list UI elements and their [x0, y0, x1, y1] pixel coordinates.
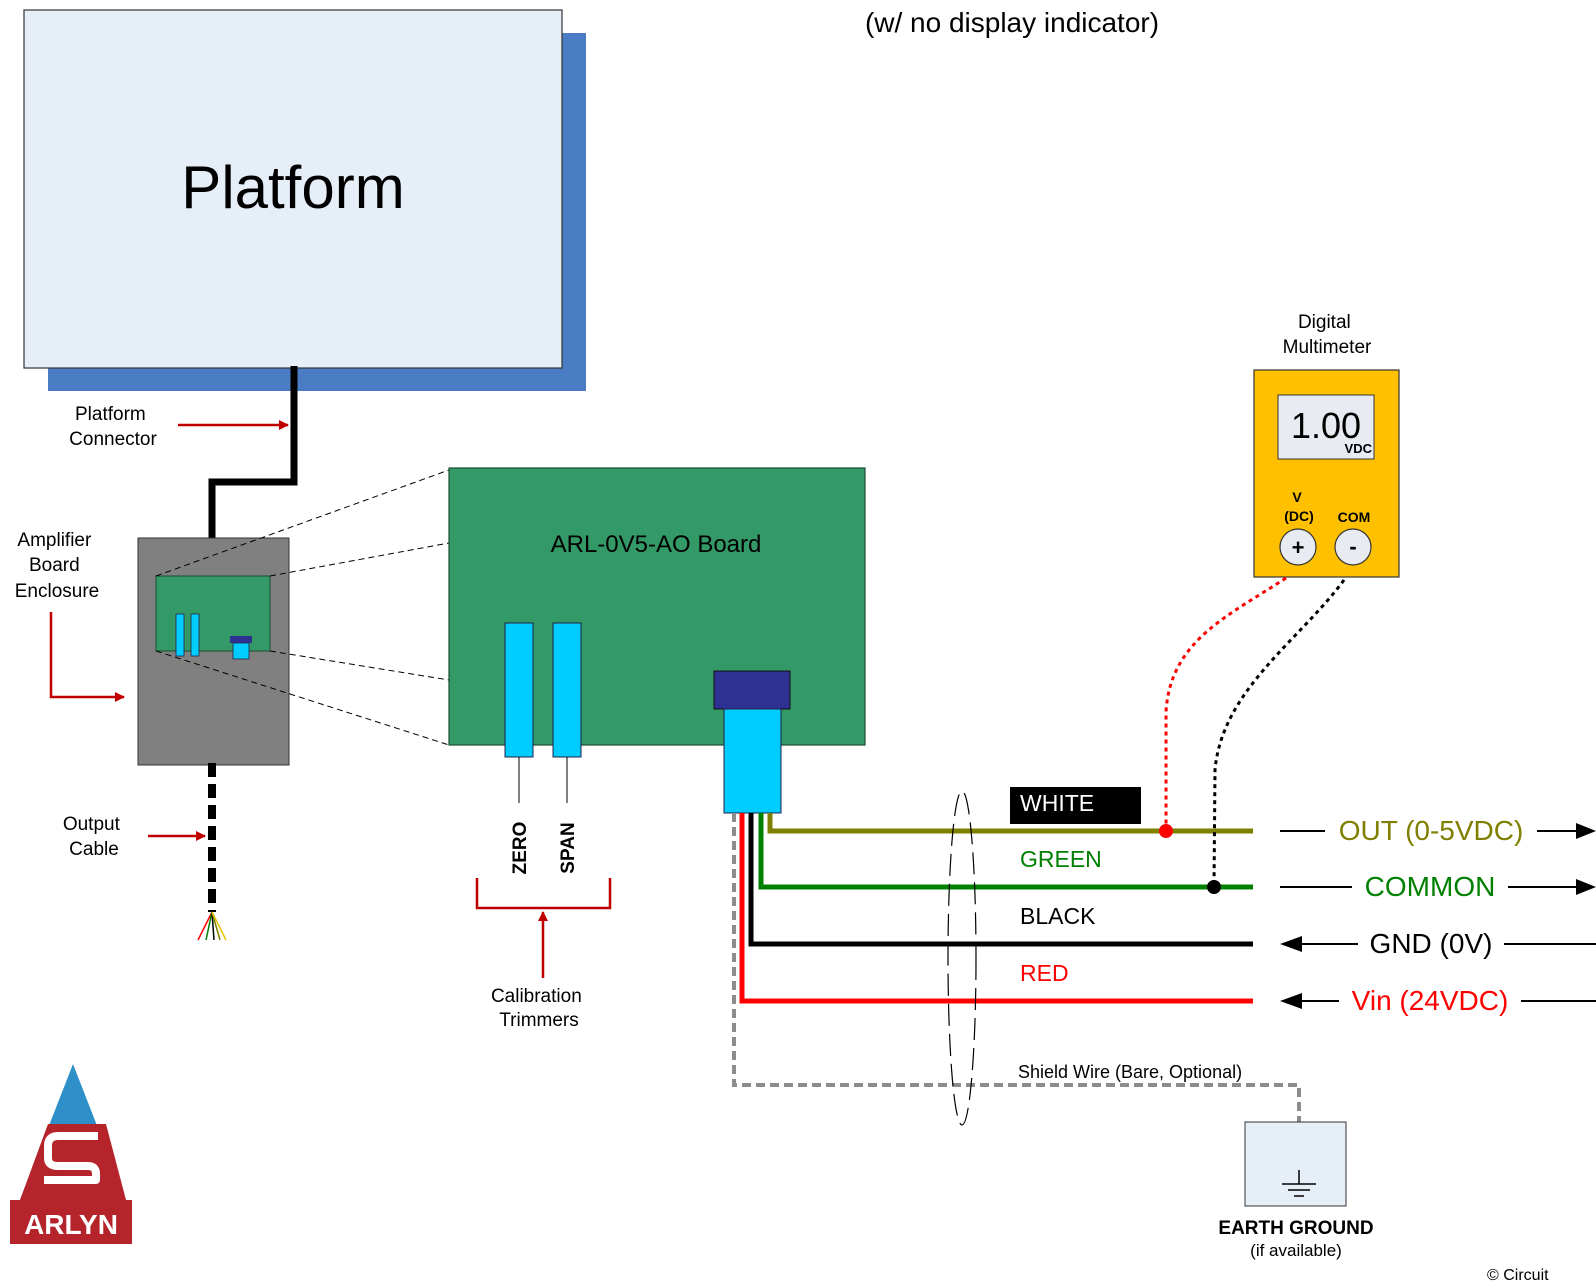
calibration-bracket	[475, 878, 612, 910]
platform-box	[23, 9, 563, 369]
trimmer-span	[552, 622, 582, 758]
platform-label: Platform	[181, 154, 404, 221]
probe-junction-out	[1159, 824, 1173, 838]
multimeter-title: Digital Multimeter	[1283, 312, 1372, 358]
logo-text: ARLYN	[24, 1209, 118, 1240]
multimeter-display	[1277, 394, 1375, 460]
copyright-text: © Circuit	[1487, 1267, 1549, 1282]
plus-symbol: +	[1292, 535, 1305, 560]
signal-arrowhead-white	[1576, 823, 1596, 839]
wire-label-green: GREEN	[1020, 846, 1102, 872]
board-connector-cap	[713, 670, 791, 710]
logo-text-bar	[10, 1200, 132, 1244]
diagram-subtitle: (w/ no display indicator)	[865, 7, 1159, 38]
signal-arrowhead-red	[1280, 993, 1302, 1009]
output-cable-label: Output Cable	[63, 814, 125, 860]
span-label: SPAN	[558, 822, 579, 873]
calibration-label: Calibration Trimmers	[491, 986, 587, 1031]
signal-label-red: Vin (24VDC)	[1352, 985, 1509, 1016]
signal-label-white: OUT (0-5VDC)	[1339, 815, 1524, 846]
zero-label: ZERO	[510, 822, 531, 875]
wires-layer: WHITE OUT (0-5VDC) GREEN COMMON BLACK GND (0V…	[739, 787, 1596, 1016]
zoom-lines	[155, 469, 450, 746]
wire-red	[739, 813, 1253, 1004]
wire-white	[767, 813, 1253, 834]
cable-bundle-ellipse	[947, 790, 977, 1126]
platform-cable	[208, 366, 298, 540]
probe-lead-black	[1212, 579, 1346, 888]
signal-label-green: COMMON	[1365, 871, 1496, 902]
signal-label-black: GND (0V)	[1370, 928, 1493, 959]
wire-label-black: BLACK	[1020, 903, 1096, 929]
signal-arrowhead-green	[1576, 879, 1596, 895]
multimeter-v-label: V (DC)	[1284, 489, 1314, 524]
multimeter-reading: 1.00	[1291, 405, 1361, 446]
arlyn-logo: ARLYN	[10, 1064, 132, 1244]
board-label: ARL-0V5-AO Board	[551, 531, 762, 558]
arl-board: ARL-0V5-AO Board	[448, 467, 866, 814]
enclosure-mini-board	[155, 575, 271, 652]
mini-connector-body	[232, 642, 250, 660]
probe-jack-plus[interactable]	[1279, 528, 1317, 566]
wire-black	[748, 813, 1253, 947]
enclosure-arrow	[49, 612, 125, 702]
mini-trimmer-zero	[175, 613, 185, 657]
probe-junction-common	[1207, 880, 1221, 894]
mini-trimmer-span	[190, 613, 200, 657]
multimeter-unit: VDC	[1345, 441, 1373, 456]
shield-wire	[732, 813, 1301, 1170]
signal-arrowhead-black	[1280, 936, 1302, 952]
wire-label-white-bg	[1010, 787, 1141, 824]
enclosure-label: Amplifier Board Enclosure	[15, 530, 100, 602]
board-connector-body	[723, 708, 782, 814]
probe-lead-red	[1164, 576, 1287, 831]
platform-connector-label: Platform Connector	[69, 404, 157, 450]
digital-multimeter: Digital Multimeter 1.00 VDC V (DC) COM +…	[1253, 312, 1400, 578]
output-cable-wire-ends	[197, 911, 227, 941]
wire-label-red: RED	[1020, 960, 1069, 986]
minus-symbol: -	[1349, 534, 1356, 559]
mini-connector-cap	[230, 636, 252, 643]
probe-jack-minus[interactable]	[1334, 528, 1372, 566]
earth-ground-label: EARTH GROUND	[1218, 1218, 1373, 1239]
trimmer-zero	[504, 622, 534, 758]
platform: Platform	[23, 9, 586, 391]
earth-ground	[1244, 1121, 1347, 1207]
wire-label-white: WHITE	[1020, 790, 1094, 816]
earth-ground-box	[1244, 1121, 1347, 1207]
amplifier-enclosure	[137, 537, 290, 766]
shield-wire-label: Shield Wire (Bare, Optional)	[1018, 1062, 1242, 1082]
multimeter-com-label: COM	[1338, 509, 1371, 525]
earth-ground-sublabel: (if available)	[1250, 1241, 1342, 1260]
wire-green	[758, 813, 1253, 890]
